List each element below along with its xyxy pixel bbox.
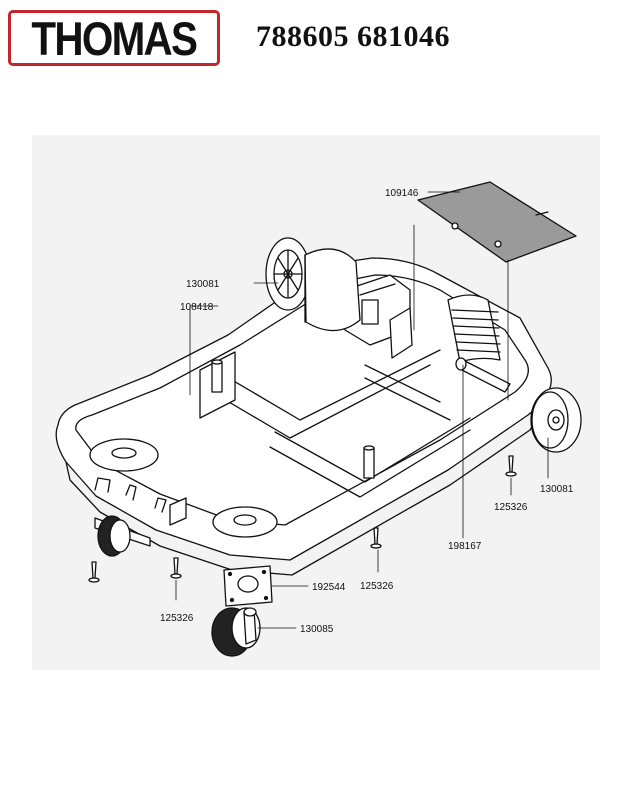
document-numbers: 788605 681046 — [256, 20, 450, 53]
rear-wheel-left — [265, 237, 361, 332]
wheel-housing-front-left — [89, 438, 159, 472]
leader-lines — [175, 191, 549, 629]
chassis-rib-3 — [269, 429, 471, 498]
chassis-rib-4 — [274, 417, 471, 483]
screw-left-2 — [170, 557, 182, 579]
castor-plate — [223, 565, 273, 607]
wheel-housing-front-right — [212, 506, 278, 538]
chassis-rib-5 — [364, 377, 451, 421]
brand-logo-text: THOMAS — [31, 11, 199, 65]
mounting-post-center — [363, 445, 375, 479]
label-rear-wheel-left: 130081 — [186, 279, 220, 290]
label-castor-wheel: 130085 — [300, 624, 334, 635]
filter-pad — [417, 181, 577, 263]
label-screw-center: 125326 — [360, 581, 394, 592]
screw-right — [505, 455, 517, 477]
label-filter-pad: 109146 — [385, 188, 419, 199]
spring-bracket — [344, 274, 413, 359]
castor-wheel — [211, 607, 261, 657]
label-screw-right: 125326 — [494, 502, 528, 513]
chassis-rib-2 — [214, 349, 441, 421]
mounting-post-left — [211, 359, 223, 393]
front-clips — [94, 477, 187, 526]
label-rear-wheel-right: 130081 — [540, 484, 574, 495]
screw-center — [370, 527, 382, 549]
chassis-inner-rim — [75, 274, 529, 526]
rear-wheel-right — [530, 387, 582, 453]
label-chassis-base: 108418 — [180, 302, 214, 313]
spring-rod — [455, 357, 511, 393]
thomas-logo: THOMAS — [8, 10, 220, 66]
screw-left — [88, 561, 100, 583]
chassis-base-shell — [55, 257, 552, 561]
motor-fin-array — [447, 294, 501, 363]
castor-wheel-left-mounted — [94, 515, 151, 557]
label-castor-plate: 192544 — [312, 582, 346, 593]
chassis-rib-6 — [364, 364, 441, 403]
label-spring-rod: 198167 — [448, 541, 482, 552]
label-screw-left: 125326 — [160, 613, 194, 624]
